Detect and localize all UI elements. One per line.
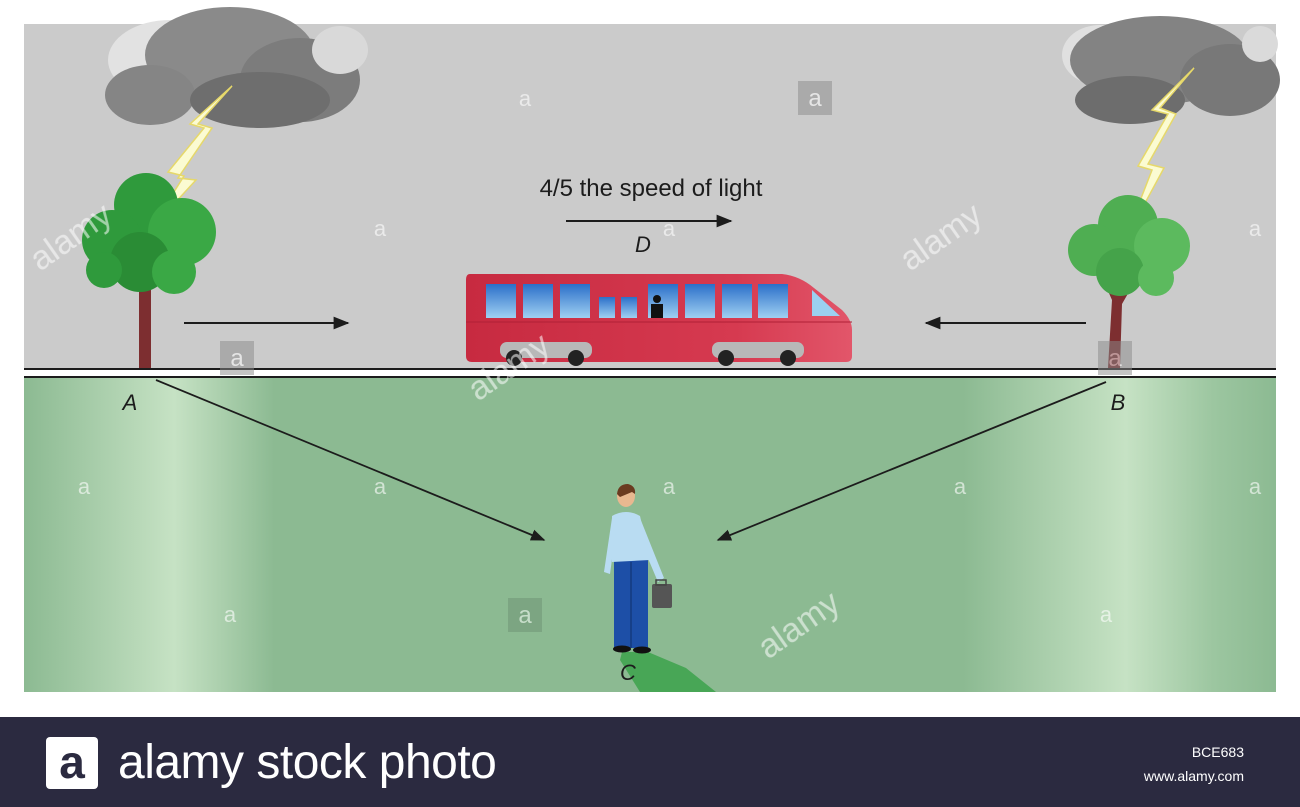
svg-text:a: a xyxy=(954,474,967,499)
alamy-logo: a xyxy=(46,737,98,789)
svg-text:a: a xyxy=(663,474,676,499)
svg-text:a: a xyxy=(78,474,91,499)
svg-text:a: a xyxy=(808,85,822,112)
svg-text:a: a xyxy=(1108,345,1122,372)
label-d: D xyxy=(635,232,651,257)
label-c: C xyxy=(620,660,636,685)
footer-bar: a alamy stock photo xyxy=(0,717,1300,807)
watermark: a a a a a a a a a a a xyxy=(78,86,1262,627)
watermark-badge: a a a a xyxy=(220,81,1132,632)
storm-cloud-icon xyxy=(1062,16,1280,124)
tree-icon xyxy=(82,173,216,368)
svg-text:a: a xyxy=(374,474,387,499)
tree-icon xyxy=(1068,195,1190,368)
svg-text:a: a xyxy=(1249,216,1262,241)
shadow xyxy=(620,652,716,692)
image-id: BCE683 xyxy=(1191,744,1244,760)
label-b: B xyxy=(1111,390,1126,415)
site-url: www.alamy.com xyxy=(1143,768,1244,784)
svg-text:a: a xyxy=(1100,602,1113,627)
storm-cloud-icon xyxy=(105,7,368,128)
svg-text:a: a xyxy=(374,216,387,241)
arrow-icon xyxy=(716,381,1107,541)
svg-text:a: a xyxy=(663,216,676,241)
alamy-logo-letter: a xyxy=(59,736,85,788)
svg-text:a: a xyxy=(1249,474,1262,499)
train-icon xyxy=(466,274,852,366)
svg-text:a: a xyxy=(224,602,237,627)
svg-text:a: a xyxy=(518,602,532,629)
briefcase-icon xyxy=(652,579,672,608)
ground-area xyxy=(24,378,1276,692)
arrow-icon xyxy=(155,379,546,541)
label-a: A xyxy=(121,390,138,415)
diagram-title: 4/5 the speed of light xyxy=(540,175,763,202)
svg-text:a: a xyxy=(230,345,244,372)
svg-text:a: a xyxy=(519,86,532,111)
footer-brand: alamy stock photo xyxy=(118,736,497,789)
person-icon xyxy=(604,484,664,654)
